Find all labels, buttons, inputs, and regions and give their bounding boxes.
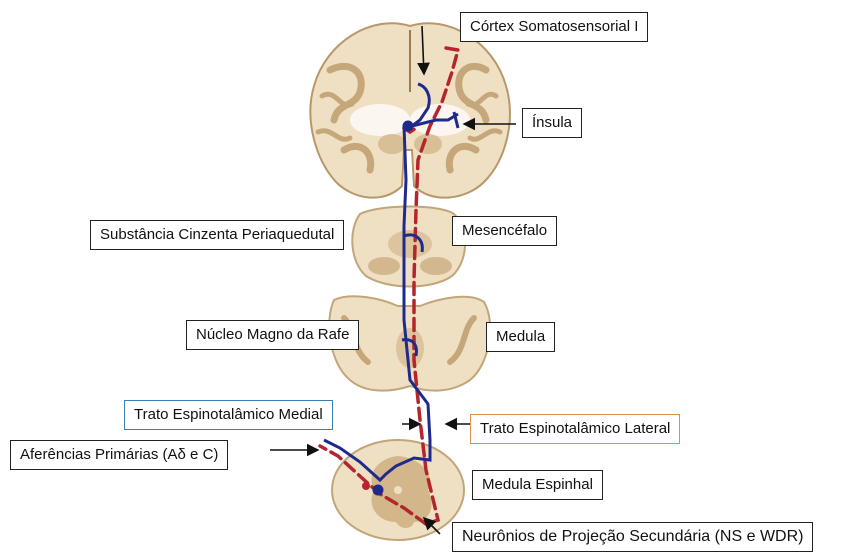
projection-neuron-soma bbox=[362, 482, 370, 490]
label-spinal-cord: Medula Espinhal bbox=[472, 470, 603, 500]
label-lateral-spinothalamic-tract: Trato Espinotalâmico Lateral bbox=[470, 414, 680, 444]
midbrain-section bbox=[352, 207, 465, 287]
label-raphe-nucleus: Núcleo Magno da Rafe bbox=[186, 320, 359, 350]
label-mesencephalon: Mesencéfalo bbox=[452, 216, 557, 246]
label-medulla: Medula bbox=[486, 322, 555, 352]
label-periaqueductal-gray: Substância Cinzenta Periaquedutal bbox=[90, 220, 344, 250]
label-medial-spinothalamic-tract: Trato Espinotalâmico Medial bbox=[124, 400, 333, 430]
label-cortex: Córtex Somatosensorial I bbox=[460, 12, 648, 42]
label-primary-afferents: Aferências Primárias (Aδ e C) bbox=[10, 440, 228, 470]
label-secondary-projection-neurons: Neurônios de Projeção Secundária (NS e W… bbox=[452, 522, 813, 552]
label-insula: Ínsula bbox=[522, 108, 582, 138]
brain-coronal-section bbox=[310, 23, 509, 197]
